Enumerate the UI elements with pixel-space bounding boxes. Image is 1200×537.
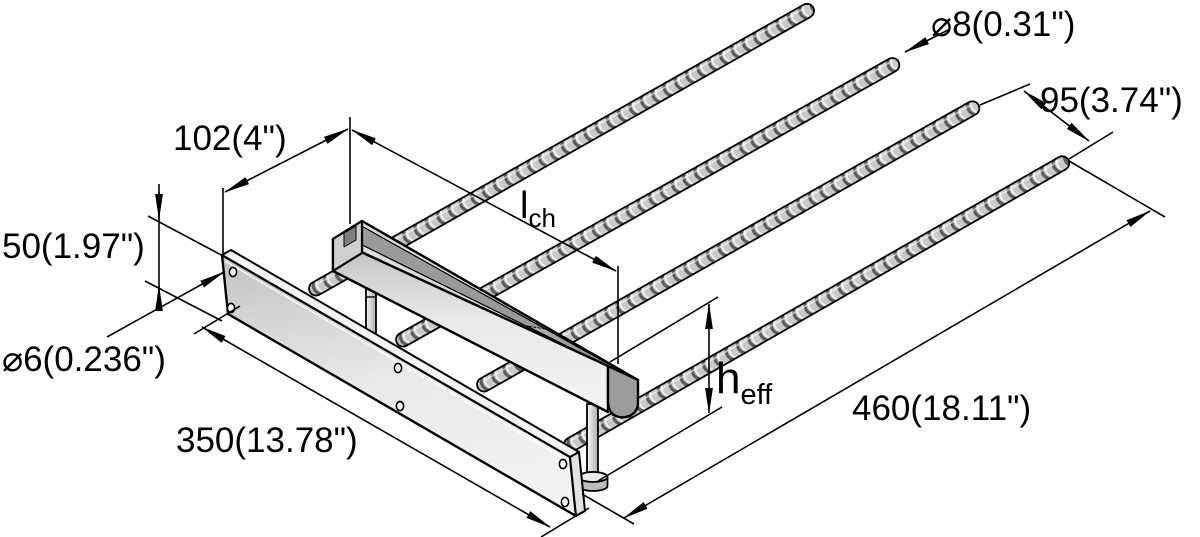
ext-line-rebar3-axis <box>979 83 1031 106</box>
label-rebar-diameter: ⌀8(0.31") <box>931 5 1075 44</box>
ext-line-rebar4-axis <box>1068 131 1114 160</box>
dim-line-channel-length <box>351 129 617 272</box>
dim-line-channel-offset <box>224 128 349 193</box>
label-plate-length: 350(13.78") <box>176 421 358 460</box>
plate-hole <box>395 400 405 412</box>
plate-hole <box>558 458 568 470</box>
label-effective-depth: heff <box>716 354 773 411</box>
plate-hole <box>228 266 238 278</box>
dimension-annotations <box>106 29 1166 537</box>
label-hole-diameter: ⌀6(0.236") <box>2 340 166 379</box>
dim-line-rebar-spacing <box>1023 90 1090 142</box>
dimension-labels: 102(4") ⌀8(0.31") 95(3.74") 50(1.97") ⌀6… <box>2 5 1183 460</box>
label-rebar-spacing: 95(3.74") <box>1040 81 1183 120</box>
ext-line-plate-length-right <box>540 507 590 537</box>
label-channel-length: lch <box>520 185 556 233</box>
ref-line-plate-height-bottom <box>144 280 223 322</box>
ext-line-bar-length-end <box>1068 160 1166 218</box>
plate-hole <box>393 362 403 374</box>
plate-hole <box>560 496 570 508</box>
ref-line-plate-height-top <box>147 215 226 258</box>
label-channel-offset: 102(4") <box>173 119 287 158</box>
dim-line-plate-length <box>201 326 551 528</box>
dim-line-bar-length <box>623 210 1151 519</box>
label-bar-length: 460(18.11") <box>852 389 1031 428</box>
leader-hole-diameter <box>106 271 225 338</box>
channel-end-cap <box>606 364 640 419</box>
ext-line-bar-length-start <box>581 493 635 525</box>
leader-rebar-diameter <box>904 29 949 53</box>
label-plate-height: 50(1.97") <box>2 227 145 266</box>
